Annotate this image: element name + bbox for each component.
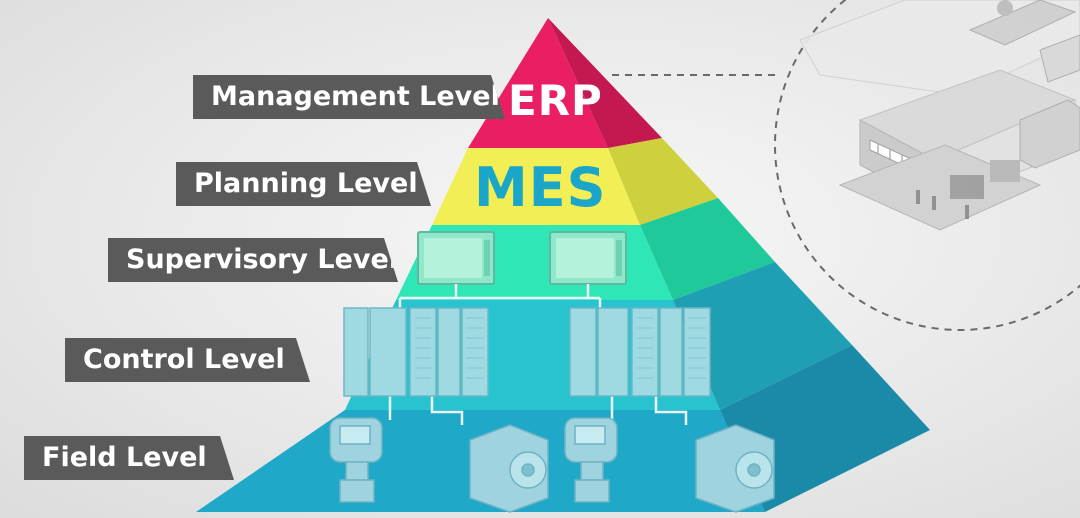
level-label-planning: Planning Level	[176, 162, 431, 206]
pyramid-side-supervisory	[640, 198, 775, 300]
servo-motor-right	[695, 424, 775, 513]
hmi-panel-right	[549, 231, 627, 285]
pyramid-side-mes	[608, 138, 718, 225]
field-transmitter-left	[329, 417, 383, 503]
servo-motor-left	[469, 424, 549, 513]
pyramid-side-erp	[548, 18, 662, 148]
mes-tier-title: MES	[474, 156, 607, 219]
warehouse-scene-boundary	[774, 0, 1080, 331]
level-label-supervisory: Supervisory Level	[108, 238, 398, 282]
hmi-panel-left	[417, 231, 495, 285]
network-lines	[388, 284, 688, 425]
plc-rack-right	[569, 307, 711, 397]
plc-rack-left	[343, 307, 489, 397]
pyramid-mes-tier	[432, 148, 640, 225]
level-label-field: Field Level	[24, 436, 234, 480]
warehouse-illustration	[799, 0, 1080, 231]
level-label-control: Control Level	[65, 338, 310, 382]
pyramid-side-control	[673, 262, 852, 410]
level-label-management: Management Level	[193, 75, 505, 119]
erp-tier-title: ERP	[508, 76, 603, 125]
plc-module-slots	[415, 317, 706, 379]
field-transmitter-right	[564, 417, 618, 503]
